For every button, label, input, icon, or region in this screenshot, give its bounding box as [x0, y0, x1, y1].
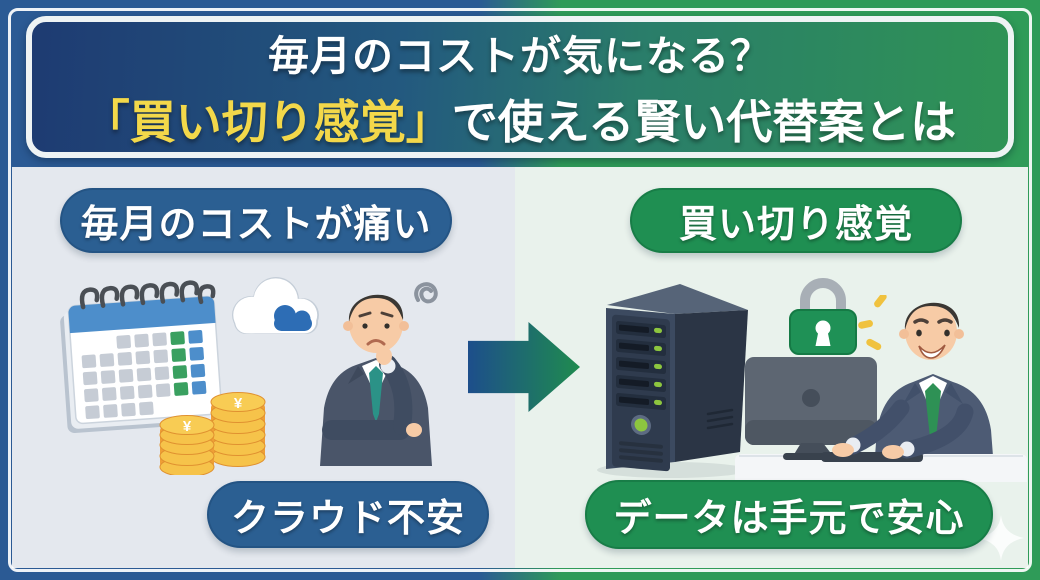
comparison-panels: 毎月のコストが痛い クラウド不安 [12, 167, 1028, 568]
header-banner: 毎月のコストが気になる？ 「買い切り感覚」で使える賢い代替案とは [26, 16, 1014, 158]
right-bottom-badge: データは手元で安心 [585, 480, 993, 549]
svg-text:¥: ¥ [234, 395, 243, 412]
transition-arrow [468, 322, 580, 412]
banner-highlight-text: 「買い切り感覚」 [83, 96, 452, 148]
calendar-icon [60, 280, 223, 434]
cloud-icon [232, 277, 319, 334]
smiling-businessman-at-computer [735, 302, 1027, 482]
left-top-badge: 毎月のコストが痛い [60, 188, 452, 253]
left-bottom-badge: クラウド不安 [207, 481, 489, 548]
worried-businessman [320, 282, 438, 466]
header-band: 毎月のコストが気になる？ 「買い切り感覚」で使える賢い代替案とは [0, 0, 1040, 167]
svg-text:¥: ¥ [183, 418, 192, 435]
confusion-squiggle [414, 282, 438, 304]
right-top-badge: 買い切り感覚 [630, 188, 962, 253]
banner-rest-text: で使える賢い代替案とは [451, 96, 957, 148]
yen-coins-icon: ¥ ¥ [159, 392, 266, 475]
server-tower-icon [597, 284, 748, 478]
padlock-icon [789, 278, 857, 355]
banner-line1: 毎月のコストが気になる？ [268, 33, 772, 79]
white-sparkle [978, 515, 1024, 561]
banner-line2: 「買い切り感覚」で使える賢い代替案とは [84, 86, 957, 152]
sparkle-marks [858, 295, 887, 351]
